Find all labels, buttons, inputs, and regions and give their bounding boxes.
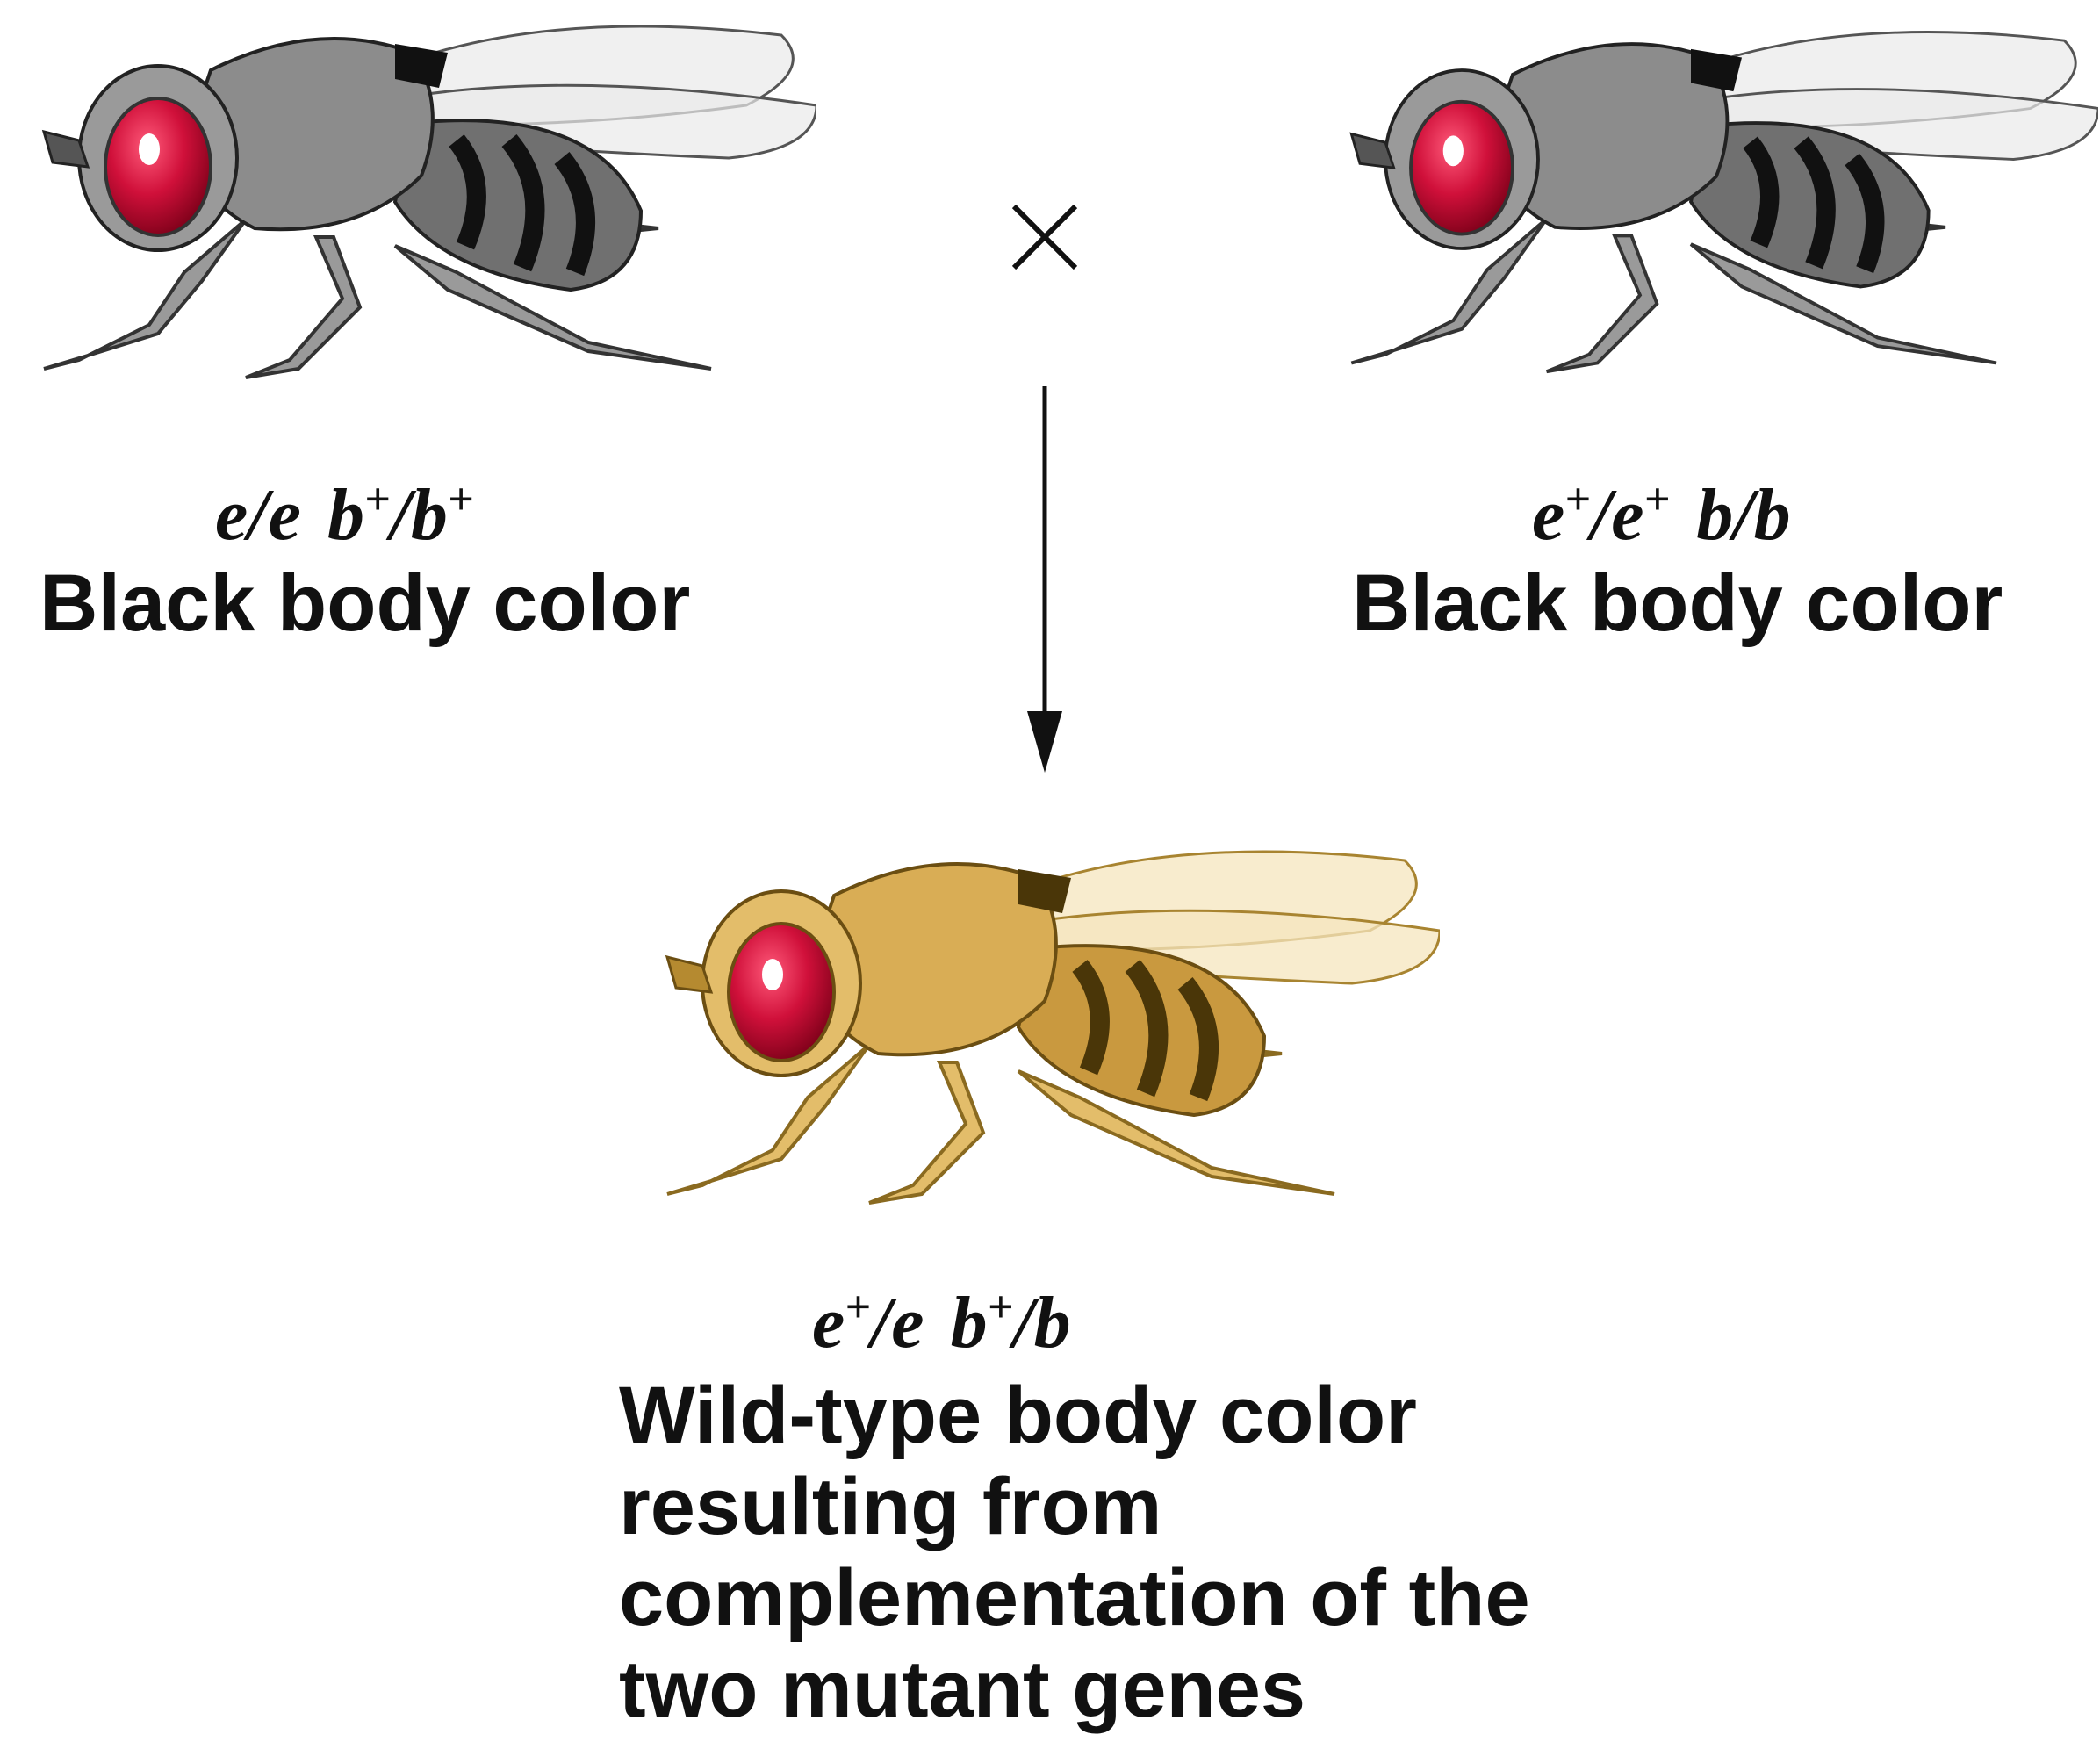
cross-arrow [1023, 386, 1067, 773]
fly-left-eye-highlight [139, 133, 160, 165]
caption-offspring: Wild-type body color resulting from comp… [619, 1370, 1530, 1735]
cross-symbol: × [1005, 198, 1084, 277]
caption-offspring-line-3: complementation of the [619, 1552, 1530, 1644]
fly-right-eye [1411, 102, 1513, 234]
caption-left: Black body color [40, 558, 690, 649]
fly-right-black-parent [1334, 9, 2098, 386]
caption-right: Black body color [1352, 558, 2003, 649]
genotype-right: e+/e+b/b [1532, 479, 1791, 552]
fly-offspring-eye-highlight [762, 959, 783, 990]
caption-offspring-line-4: two mutant genes [619, 1644, 1530, 1735]
fly-offspring-wild-type [650, 834, 1440, 1212]
genotype-offspring: e+/eb+/b [812, 1286, 1071, 1360]
caption-offspring-line-1: Wild-type body color [619, 1370, 1530, 1461]
caption-offspring-line-2: resulting from [619, 1461, 1530, 1552]
fly-right-eye-highlight [1443, 135, 1464, 166]
fly-left-eye [105, 98, 211, 235]
fly-left-black-parent [26, 9, 816, 386]
fly-offspring-eye [729, 924, 834, 1061]
genotype-left: e/eb+/b+ [215, 479, 474, 552]
